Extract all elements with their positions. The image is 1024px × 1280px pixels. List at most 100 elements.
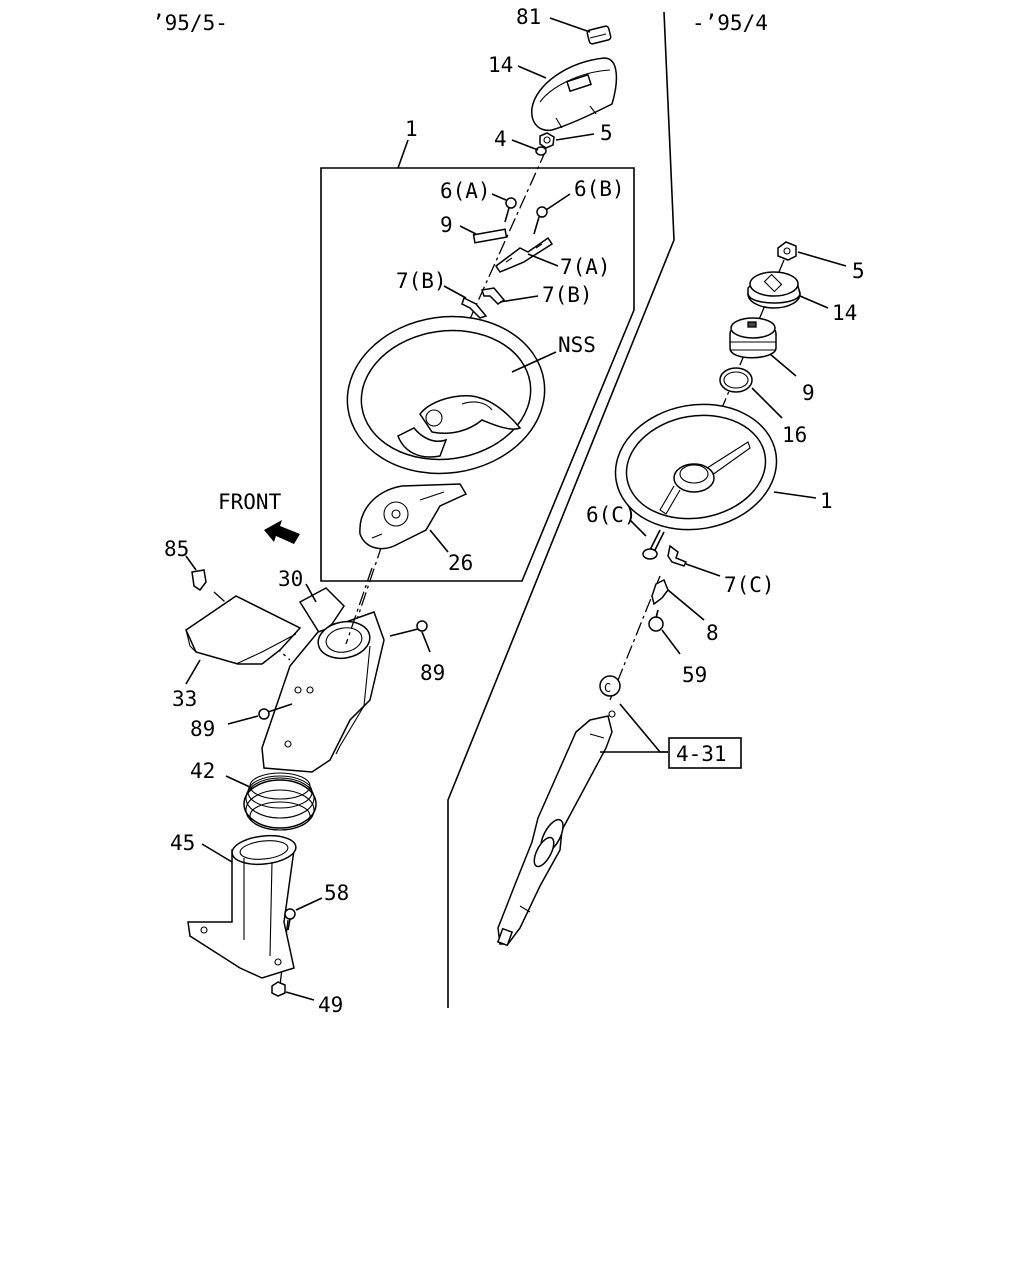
- washer-part-4: [535, 146, 547, 156]
- callout-58: 58: [324, 881, 349, 905]
- cancel-plate-part-26: [359, 483, 468, 550]
- callout-89-left: 89: [190, 717, 215, 741]
- nut-part-5-top: [539, 132, 555, 149]
- callout-9-top: 9: [440, 213, 453, 237]
- callout-6C: 6(C): [586, 503, 637, 527]
- leader-4: [511, 139, 539, 151]
- callout-7C: 7(C): [724, 573, 775, 597]
- leader-33: [185, 659, 201, 685]
- dowel-small: [608, 710, 616, 718]
- ring-part-16: [719, 367, 753, 393]
- callout-7A: 7(A): [560, 255, 611, 279]
- callout-81: 81: [516, 5, 541, 29]
- callout-4: 4: [494, 127, 507, 151]
- leader-59: [661, 629, 681, 655]
- callout-49: 49: [318, 993, 343, 1017]
- base-tube-part-45: [187, 834, 297, 979]
- cap-c-mark: C: [604, 681, 611, 695]
- leader-81: [549, 17, 591, 33]
- screw-part-89-right: [389, 620, 428, 637]
- right-period-header: -’95/4: [692, 11, 768, 35]
- callout-5-right: 5: [852, 259, 865, 283]
- leader-9-top: [459, 225, 477, 235]
- callout-26: 26: [448, 551, 473, 575]
- callout-9-right: 9: [802, 381, 815, 405]
- leader-30: [305, 583, 317, 603]
- leader-7C: [685, 563, 721, 577]
- callout-5-top: 5: [600, 121, 613, 145]
- column-cover-part-30: [261, 587, 385, 773]
- callout-14-right: 14: [832, 301, 857, 325]
- leader-1-right: [773, 491, 817, 499]
- ref-label: 4-31: [676, 742, 727, 766]
- variant-divider-line: [447, 11, 675, 1008]
- boot-part-42: [243, 772, 317, 831]
- horn-cover-part-14: [531, 57, 618, 132]
- leader-89-left: [227, 715, 259, 725]
- nut-part-49: [271, 981, 286, 997]
- leader-nss: [511, 351, 557, 373]
- leader-ref-upper: [619, 703, 668, 753]
- screw-part-89-left: [258, 703, 293, 720]
- axis-column: [345, 567, 373, 645]
- leader-45: [201, 843, 233, 863]
- leader-14-top: [517, 65, 547, 79]
- plate-part-9-top: [472, 228, 508, 244]
- cap-part-c: C: [599, 675, 621, 697]
- leader-7B-left: [443, 285, 467, 299]
- contact-part-7B-left: [461, 296, 488, 319]
- contact-part-8: [651, 578, 669, 606]
- screw-part-6B: [533, 206, 548, 235]
- assembly-box: [320, 167, 635, 582]
- leader-9-right: [769, 353, 797, 377]
- leader-89-right: [421, 631, 431, 653]
- leader-6A: [491, 193, 507, 201]
- bolt-part-6C: [642, 529, 665, 560]
- horn-cap-part-14-right: [747, 271, 801, 309]
- leader-6B: [545, 193, 571, 211]
- callout-7B-right: 7(B): [542, 283, 593, 307]
- callout-33: 33: [172, 687, 197, 711]
- leader-58: [295, 897, 323, 911]
- horn-button-part-9-right: [729, 317, 777, 359]
- leader-5-right: [797, 251, 847, 267]
- emblem-part-81: [586, 25, 612, 45]
- leader-42: [225, 775, 253, 789]
- leader-7B-right: [499, 295, 539, 303]
- callout-14-top: 14: [488, 53, 513, 77]
- clip-part-85: [191, 569, 207, 592]
- screw-part-59: [648, 609, 664, 632]
- steering-shaft: [496, 715, 613, 947]
- leader-7A: [527, 253, 559, 267]
- callout-85: 85: [164, 537, 189, 561]
- leader-26: [429, 529, 449, 553]
- callout-16: 16: [782, 423, 807, 447]
- steering-wheel-nss: [346, 315, 546, 475]
- front-label: FRONT: [218, 490, 282, 514]
- ref-box: [668, 737, 742, 769]
- callout-8: 8: [706, 621, 719, 645]
- callout-6A: 6(A): [440, 179, 491, 203]
- contact-part-7C: [667, 544, 688, 567]
- steering-wheel-part-1: [614, 403, 778, 531]
- leader-8: [667, 589, 705, 621]
- contact-part-7B-right: [481, 287, 506, 305]
- bolt-part-58: [284, 908, 296, 931]
- leader-14-right: [799, 295, 829, 309]
- left-period-header: ’95/5-: [152, 11, 228, 35]
- screw-part-6A: [504, 197, 517, 223]
- leader-85: [185, 555, 197, 571]
- front-arrow-icon: [264, 520, 300, 544]
- callout-6B: 6(B): [574, 177, 625, 201]
- leader-1-box: [397, 139, 409, 169]
- callout-7B-left: 7(B): [396, 269, 447, 293]
- callout-45: 45: [170, 831, 195, 855]
- leader-16: [751, 387, 783, 419]
- callout-89-right: 89: [420, 661, 445, 685]
- callout-30: 30: [278, 567, 303, 591]
- callout-1-right: 1: [820, 489, 833, 513]
- nut-part-5-right: [777, 241, 797, 261]
- callout-42: 42: [190, 759, 215, 783]
